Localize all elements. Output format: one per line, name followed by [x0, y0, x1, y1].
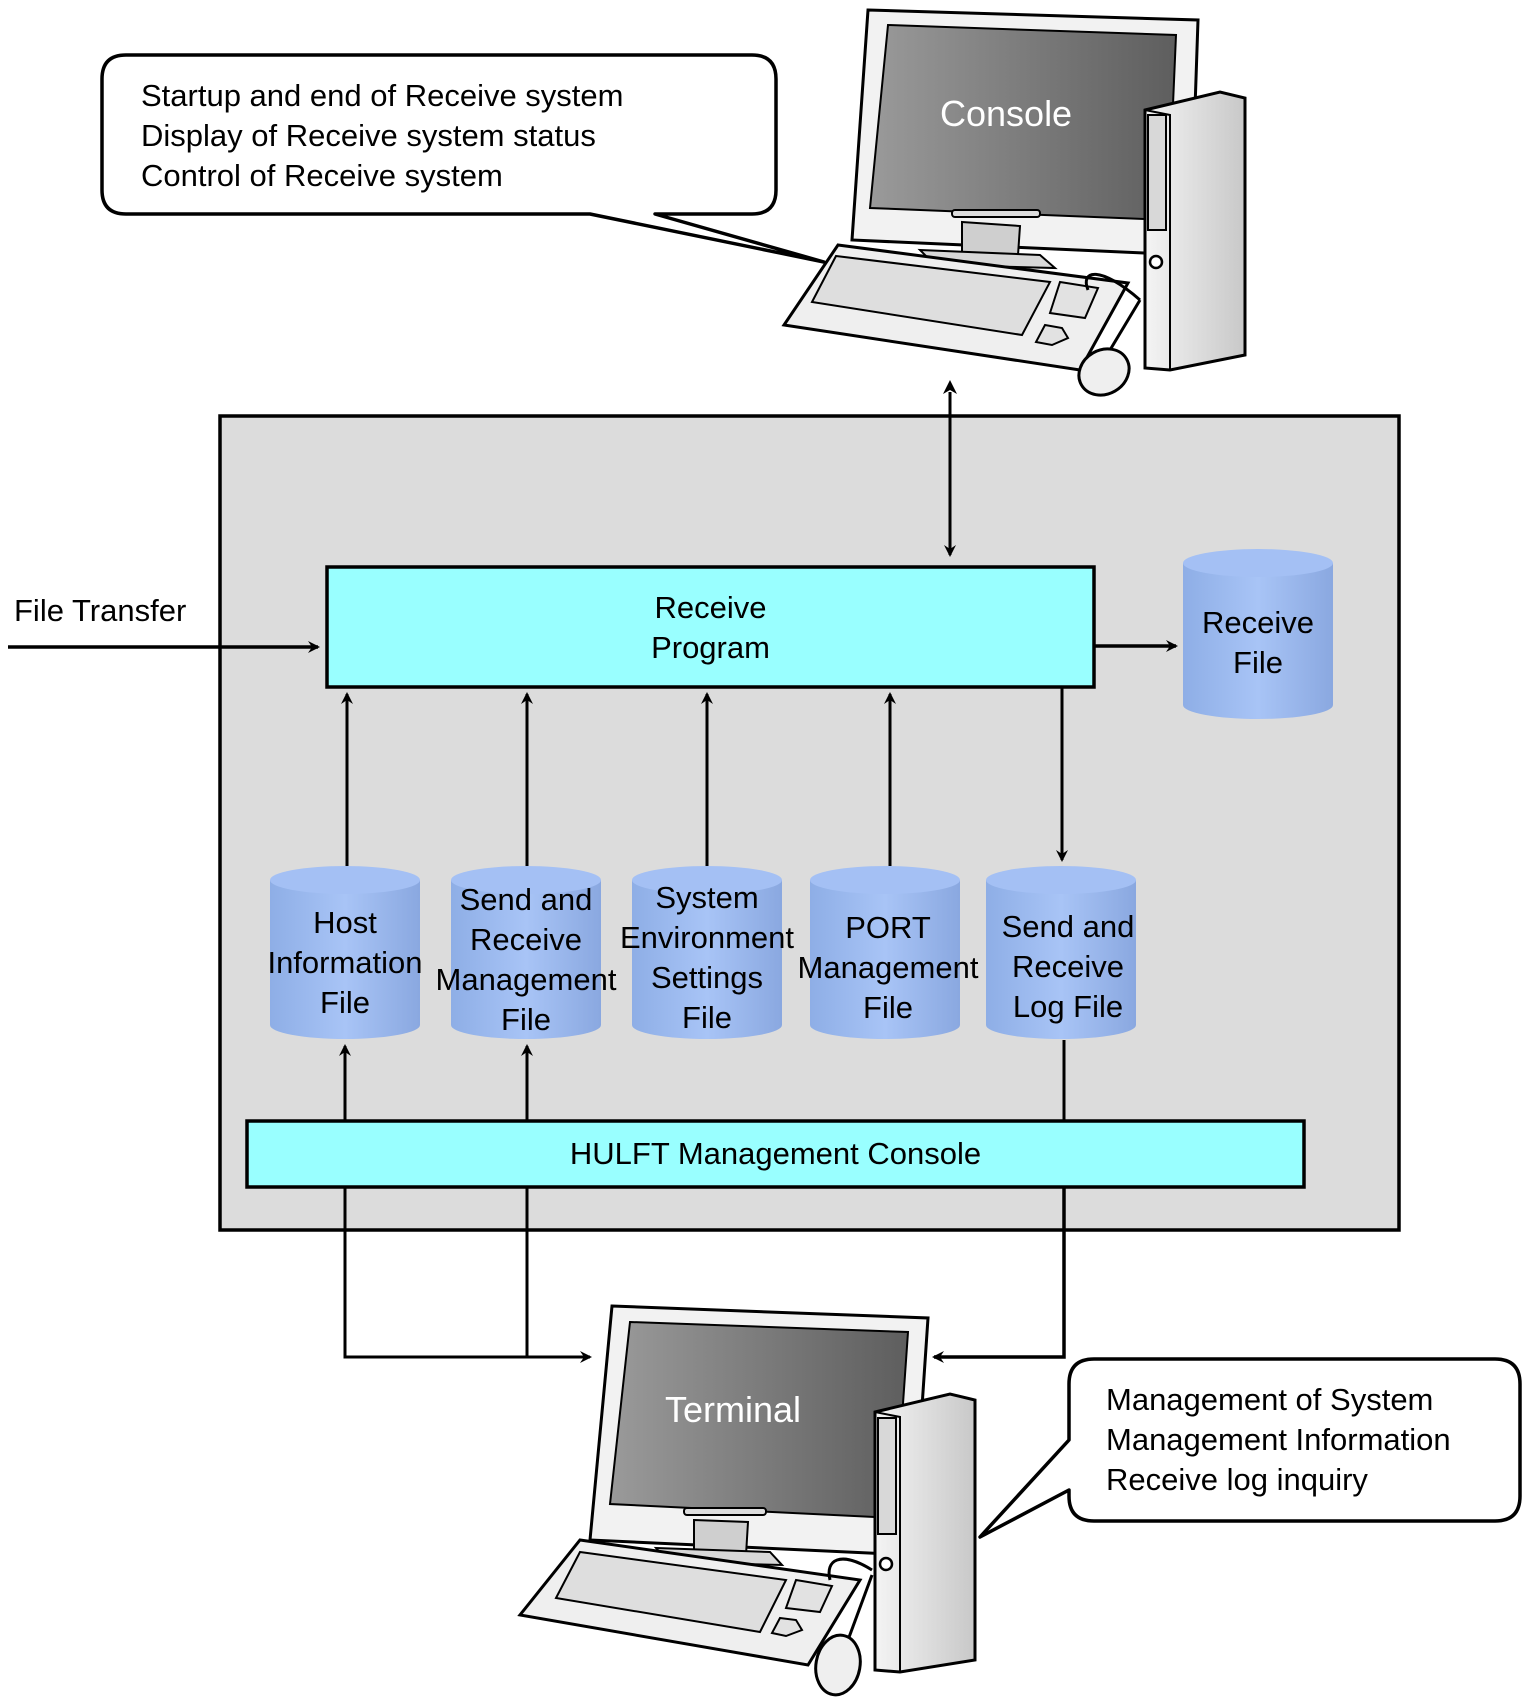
- system-environment-settings-file-label: System Environment Settings File: [597, 878, 817, 1038]
- receive-program-line-1: Receive: [654, 590, 767, 625]
- log-line-2: Receive: [1012, 949, 1124, 984]
- send-receive-management-file-label: Send and Receive Management File: [416, 880, 636, 1040]
- hulft-management-console-box: [245, 1119, 1306, 1189]
- receive-file-label: Receive File: [1183, 603, 1333, 683]
- console-screen-label: Console: [940, 93, 1073, 134]
- receive-file-line-2: File: [1233, 645, 1283, 680]
- console-callout-line-1: Startup and end of Receive system: [141, 78, 624, 113]
- terminal-callout-bubble: [978, 1357, 1522, 1539]
- terminal-computer-icon: [517, 1304, 977, 1697]
- receive-file-line-1: Receive: [1202, 605, 1314, 640]
- host-info-line-2: Information: [267, 945, 423, 980]
- log-line-1: Send and: [1001, 909, 1135, 944]
- send-receive-management-file-cylinder: [451, 866, 601, 1039]
- port-line-1: PORT: [845, 910, 931, 945]
- srm-line-2: Receive: [470, 922, 582, 957]
- terminal-screen-label: Terminal: [665, 1389, 802, 1430]
- srm-line-1: Send and: [459, 882, 593, 917]
- sys-env-line-1: System: [655, 880, 759, 915]
- srm-line-3: Management: [435, 962, 617, 997]
- port-management-file-label: PORT Management File: [778, 908, 998, 1028]
- receive-program-label: Receive Program: [327, 588, 1094, 668]
- terminal-callout-line-2: Management Information: [1106, 1422, 1451, 1457]
- sys-env-line-3: Settings: [650, 960, 763, 995]
- console-callout-line-3: Control of Receive system: [141, 158, 503, 193]
- terminal-callout-line-3: Receive log inquiry: [1106, 1462, 1368, 1497]
- port-line-3: File: [863, 990, 913, 1025]
- console-computer-icon: [781, 8, 1247, 397]
- receive-system-boundary: [218, 414, 1401, 1232]
- send-receive-log-file-label: Send and Receive Log File: [958, 907, 1178, 1027]
- console-callout-bubble: [100, 53, 826, 264]
- terminal-callout-line-1: Management of System: [1106, 1382, 1434, 1417]
- system-environment-settings-file-cylinder: [632, 866, 782, 1039]
- host-information-file-cylinder: [270, 866, 420, 1039]
- mgmt-to-terminal-right-connector: [932, 1187, 1066, 1363]
- receive-program-box: [325, 565, 1096, 689]
- port-line-2: Management: [797, 950, 979, 985]
- host-information-file-label: Host Information File: [245, 903, 445, 1023]
- srm-line-4: File: [501, 1002, 551, 1037]
- hulft-management-console-label: HULFT Management Console: [569, 1136, 982, 1171]
- file-transfer-label: File Transfer: [14, 593, 187, 628]
- sys-env-line-2: Environment: [619, 920, 795, 955]
- port-management-file-cylinder: [810, 866, 960, 1039]
- receive-program-line-2: Program: [651, 630, 770, 665]
- host-info-line-3: File: [320, 985, 370, 1020]
- receive-file-cylinder: [1183, 549, 1333, 719]
- send-receive-log-file-cylinder: [986, 866, 1136, 1039]
- host-info-line-1: Host: [313, 905, 377, 940]
- sys-env-line-4: File: [682, 1000, 732, 1035]
- mgmt-to-terminal-left-connector: [343, 1187, 592, 1363]
- console-callout-line-2: Display of Receive system status: [141, 118, 596, 153]
- log-line-3: Log File: [1012, 989, 1124, 1024]
